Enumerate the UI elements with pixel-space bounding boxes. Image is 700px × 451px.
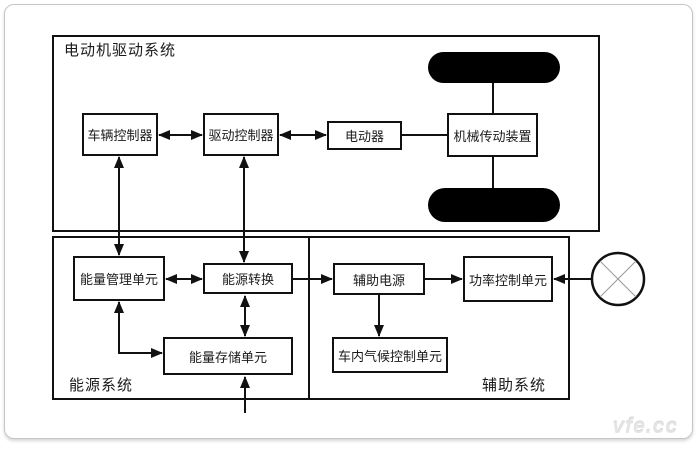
section-label-auxiliary-system: 辅助系统 bbox=[482, 377, 547, 394]
wheel-top-icon bbox=[428, 52, 560, 83]
section-auxiliary-system bbox=[310, 236, 570, 400]
section-label-motor-drive-system: 电动机驱动系统 bbox=[64, 42, 177, 59]
node-motor: 电动器 bbox=[327, 121, 402, 150]
node-power-control-unit: 功率控制单元 bbox=[463, 256, 553, 302]
node-mechanical-transmission: 机械传动装置 bbox=[447, 113, 538, 157]
node-auxiliary-power: 辅助电源 bbox=[333, 263, 425, 295]
node-energy-management-unit: 能量管理单元 bbox=[73, 256, 165, 301]
wheel-bottom-icon bbox=[428, 188, 560, 222]
section-motor-drive-system bbox=[52, 35, 600, 232]
section-label-energy-system: 能源系统 bbox=[69, 377, 134, 394]
watermark: vfe.cc bbox=[612, 415, 678, 438]
node-drive-controller: 驱动控制器 bbox=[203, 113, 279, 156]
node-vehicle-controller: 车辆控制器 bbox=[82, 113, 158, 156]
node-cabin-climate-control-unit: 车内气候控制单元 bbox=[332, 337, 448, 373]
node-energy-conversion: 能源转换 bbox=[203, 263, 293, 294]
crossed-circle-icon bbox=[590, 251, 646, 307]
node-energy-storage-unit: 能量存储单元 bbox=[163, 337, 293, 375]
section-energy-system bbox=[52, 236, 310, 400]
